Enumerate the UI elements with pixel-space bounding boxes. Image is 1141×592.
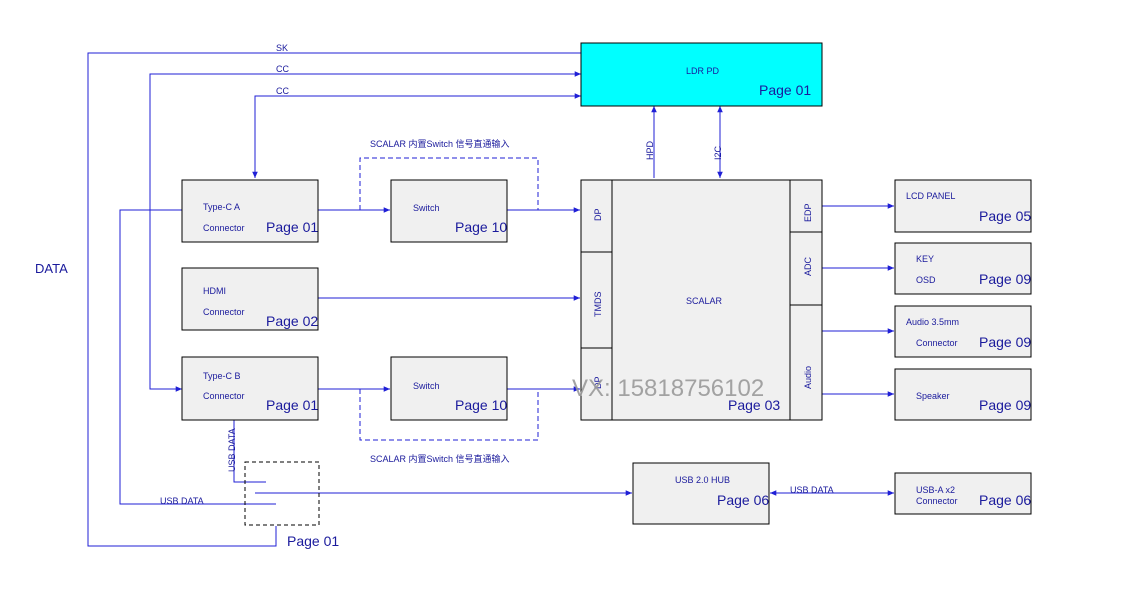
scalar-port-tmds: TMDS — [593, 292, 603, 318]
switch-bottom-block[interactable]: Switch Page 10 — [390, 356, 508, 421]
scalar-note-top: SCALAR 内置Switch 信号直通输入 — [370, 138, 510, 149]
usb-mux-dashed-box — [244, 461, 320, 526]
switch-top-page: Page 10 — [455, 219, 507, 235]
label-usb-data-left: USB DATA — [160, 496, 204, 506]
speaker-page: Page 09 — [979, 397, 1031, 413]
speaker-block[interactable]: Speaker Page 09 — [894, 368, 1032, 421]
scalar-switch-group-top — [359, 157, 539, 210]
hdmi-type: Connector — [203, 307, 245, 317]
scalar-note-bottom: SCALAR 内置Switch 信号直通输入 — [370, 453, 510, 464]
scalar-port-dp-top: DP — [593, 208, 603, 221]
audio-line2: Connector — [916, 338, 958, 348]
wire-usb-typec-a — [119, 209, 276, 505]
wire-sk — [87, 52, 581, 547]
typec-a-type: Connector — [203, 223, 245, 233]
key-line1: KEY — [916, 254, 934, 264]
usb-mux-page: Page 01 — [287, 533, 339, 549]
switch-top-title: Switch — [413, 203, 440, 213]
ldr-pd-block[interactable]: LDR PD Page 01 — [580, 42, 823, 107]
switch-bottom-title: Switch — [413, 381, 440, 391]
lcd-title: LCD PANEL — [906, 191, 955, 201]
typec-a-name: Type-C A — [203, 202, 240, 212]
scalar-port-edp: EDP — [803, 203, 813, 222]
key-line2: OSD — [916, 275, 936, 285]
label-cc-1: CC — [276, 64, 289, 74]
wire-usb-typec-b — [233, 420, 266, 483]
scalar-switch-group-bottom — [359, 389, 539, 441]
label-usb-data-vertical: USB DATA — [227, 428, 237, 472]
usb-hub-title: USB 2.0 HUB — [675, 475, 730, 485]
key-page: Page 09 — [979, 271, 1031, 287]
scalar-page: Page 03 — [728, 397, 780, 413]
label-i2c: I2C — [713, 145, 723, 160]
label-hpd: HPD — [645, 140, 655, 160]
switch-top-block[interactable]: Switch Page 10 — [390, 179, 508, 243]
typec-b-page: Page 01 — [266, 397, 318, 413]
typec-b-type: Connector — [203, 391, 245, 401]
typec-b-block[interactable]: Type-C B Connector Page 01 — [181, 356, 319, 421]
watermark: VX: 15818756102 — [572, 375, 764, 402]
lcd-page: Page 05 — [979, 208, 1031, 224]
scalar-title: SCALAR — [686, 296, 723, 306]
scalar-port-dp-bottom: DP — [593, 376, 603, 389]
ldr-pd-title: LDR PD — [686, 66, 720, 76]
scalar-port-adc: ADC — [803, 256, 813, 276]
usb-a-line1: USB-A x2 — [916, 485, 955, 495]
usb-hub-block[interactable]: USB 2.0 HUB Page 06 — [632, 462, 770, 525]
hdmi-page: Page 02 — [266, 313, 318, 329]
label-sk: SK — [276, 43, 288, 53]
audio-line1: Audio 3.5mm — [906, 317, 959, 327]
ldr-pd-page: Page 01 — [759, 82, 811, 98]
typec-b-name: Type-C B — [203, 371, 241, 381]
speaker-title: Speaker — [916, 391, 950, 401]
switch-bottom-page: Page 10 — [455, 397, 507, 413]
usb-a-block[interactable]: USB-A x2 Connector Page 06 — [894, 472, 1032, 515]
usb-a-page: Page 06 — [979, 492, 1031, 508]
usb-hub-page: Page 06 — [717, 492, 769, 508]
label-cc-2: CC — [276, 86, 289, 96]
audio-jack-block[interactable]: Audio 3.5mm Connector Page 09 — [894, 305, 1032, 358]
scalar-port-audio: Audio — [803, 366, 813, 389]
scalar-block[interactable]: DP TMDS DP EDP ADC Audio SCALAR Page 03 — [580, 179, 823, 421]
data-label: DATA — [35, 261, 68, 276]
hdmi-name: HDMI — [203, 286, 226, 296]
key-osd-block[interactable]: KEY OSD Page 09 — [894, 242, 1032, 295]
typec-a-page: Page 01 — [266, 219, 318, 235]
lcd-panel-block[interactable]: LCD PANEL Page 05 — [894, 179, 1032, 233]
audio-page: Page 09 — [979, 334, 1031, 350]
label-usb-data-right: USB DATA — [790, 485, 834, 495]
usb-a-line2: Connector — [916, 496, 958, 506]
typec-a-block[interactable]: Type-C A Connector Page 01 — [181, 179, 319, 243]
wire-cc-typec-b — [149, 71, 581, 392]
wire-cc-typec-a — [252, 93, 581, 178]
hdmi-block[interactable]: HDMI Connector Page 02 — [181, 267, 319, 331]
